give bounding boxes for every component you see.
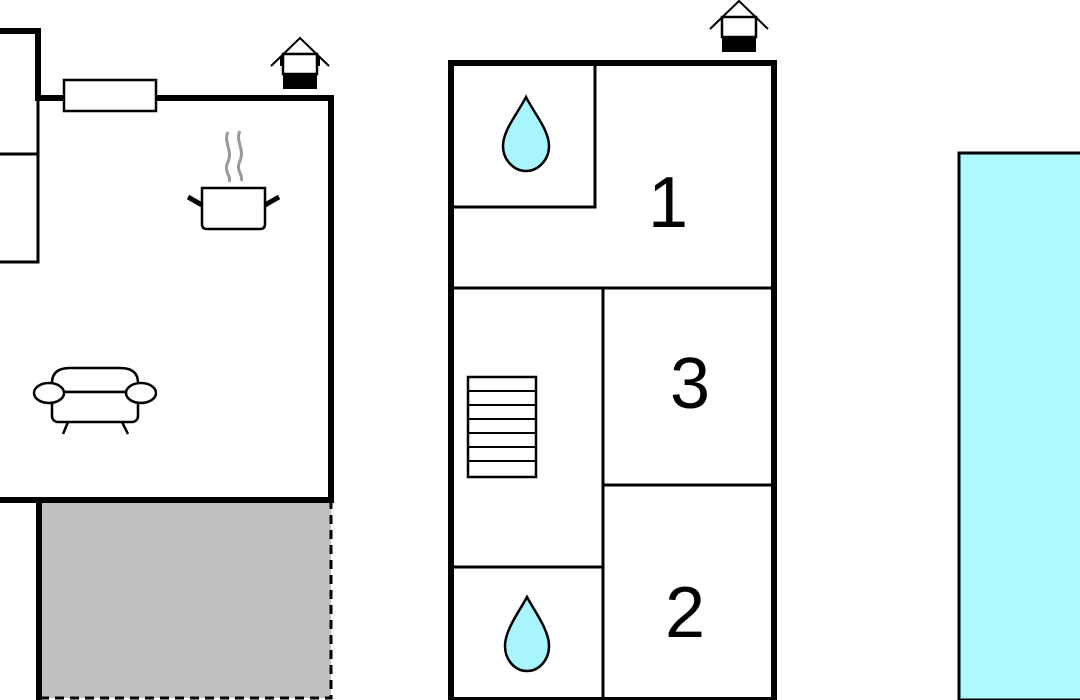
left-partition xyxy=(0,98,40,264)
stairs-icon xyxy=(466,375,538,479)
middle-building-walls xyxy=(448,60,777,700)
room-number-3: 3 xyxy=(670,344,710,424)
terrace-dashed-edge xyxy=(39,500,333,700)
left-building xyxy=(0,28,334,700)
cooking-pot-icon xyxy=(186,130,281,231)
house-exit-icon xyxy=(709,0,769,52)
swimming-pool xyxy=(957,151,1080,700)
sofa-icon xyxy=(32,366,158,435)
room-number-1: 1 xyxy=(648,163,688,243)
room-number-2: 2 xyxy=(665,573,705,653)
house-exit-icon xyxy=(270,36,330,89)
middle-partitions xyxy=(454,66,771,700)
water-drop-icon xyxy=(503,594,551,673)
terrace-area xyxy=(39,500,331,698)
water-drop-icon xyxy=(501,94,551,173)
middle-building: 1 3 2 xyxy=(448,0,777,700)
window xyxy=(62,78,158,113)
left-building-walls xyxy=(0,28,334,700)
